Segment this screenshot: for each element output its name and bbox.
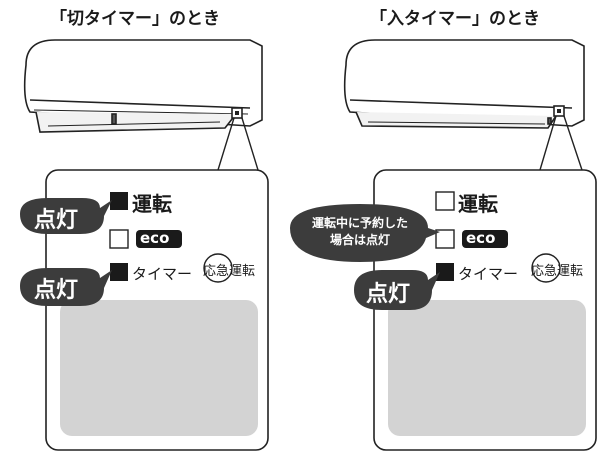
lamp-timer-right (436, 263, 454, 281)
lamp-timer-left (110, 263, 128, 281)
badge-note-line-2: 場合は点灯 (329, 233, 390, 247)
label-eco-left: eco (140, 229, 170, 247)
title-off-timer: 「切タイマー」のとき (50, 9, 220, 29)
label-run-left: 運転 (132, 192, 172, 216)
air-conditioner-right (343, 39, 585, 129)
eco-badge-right (462, 230, 508, 248)
bubble-note-right (290, 204, 440, 262)
label-emergency-left: 応急運転 (203, 264, 256, 279)
lamp-run-left (110, 192, 128, 210)
bubble-lit-2-left (20, 268, 112, 306)
air-conditioner-left (23, 39, 263, 133)
lamp-eco-left (109, 229, 129, 249)
title-on-timer: 「入タイマー」のとき (370, 9, 540, 29)
screen-area-right (388, 300, 586, 436)
lamp-eco-right (435, 229, 455, 249)
badge-note-text-right: 運転中に予約した 場合は点灯 (302, 215, 418, 249)
display-panel-right (290, 115, 597, 451)
label-emergency-right: 応急運転 (531, 264, 584, 279)
emergency-button-right (531, 253, 561, 283)
badge-lit-text-1-left: 点灯 (34, 208, 79, 233)
badge-note-line-1: 運転中に予約した (311, 216, 408, 230)
eco-badge-left (136, 230, 182, 248)
screen-area-left (60, 300, 258, 436)
emergency-button-left (203, 253, 233, 283)
badge-lit-text-right: 点灯 (366, 282, 411, 307)
bubble-lit-1-left (20, 198, 112, 234)
bubble-lit-right (354, 270, 440, 310)
label-timer-left: タイマー (132, 265, 193, 283)
lamp-run-right (435, 191, 455, 211)
display-panel-left (20, 117, 269, 451)
badge-lit-text-2-left: 点灯 (34, 278, 79, 303)
label-eco-right: eco (466, 229, 496, 247)
label-run-right: 運転 (458, 192, 498, 216)
label-timer-right: タイマー (458, 265, 519, 283)
